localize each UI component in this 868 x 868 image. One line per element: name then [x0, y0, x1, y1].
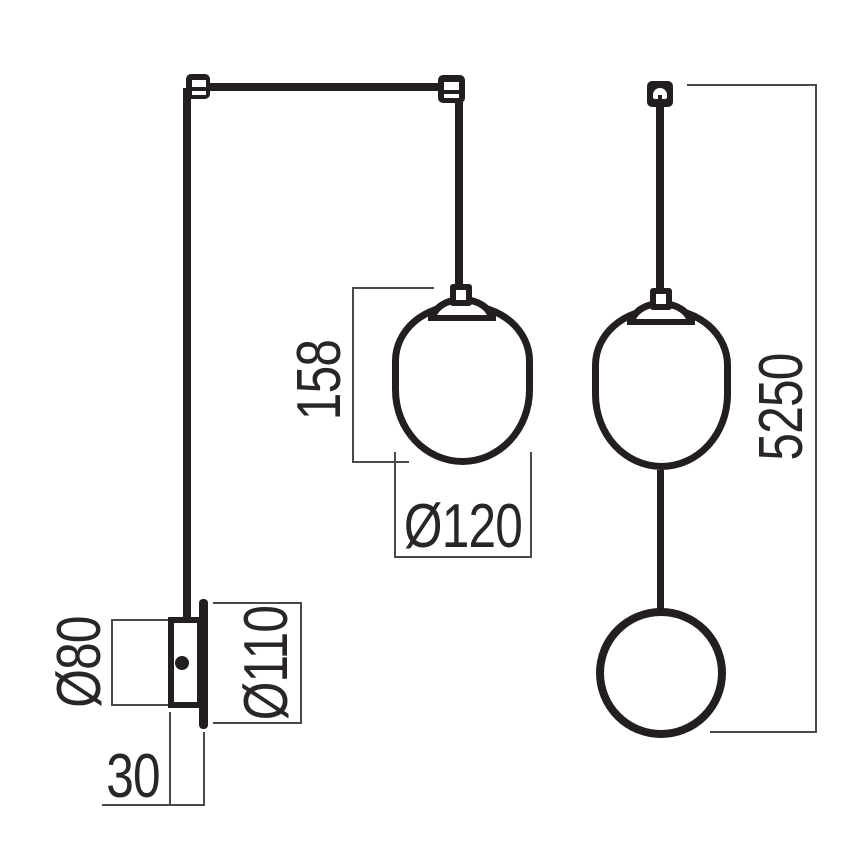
dim-80-extension-bottom: [111, 704, 168, 706]
dim-5250-line: [815, 84, 817, 733]
shade-collar: [428, 315, 496, 321]
pendant-cord: [455, 100, 463, 288]
ceiling-fixing-notch: [658, 95, 662, 99]
cord-grip: [450, 284, 472, 306]
dim-80-label: Ø80: [45, 616, 114, 708]
dim-5250-extension-top: [687, 84, 817, 86]
shade-collar-front: [627, 319, 695, 325]
dim-120-extension-right: [530, 452, 532, 558]
pendant-cord-upper: [656, 106, 664, 292]
dim-5250-extension-bottom: [710, 731, 817, 733]
dim-158-extension-top: [352, 287, 434, 289]
dim-158-label: 158: [285, 339, 354, 421]
dim-30-extension-right: [203, 732, 205, 805]
pendant-cord-lower: [657, 470, 664, 612]
dim-110-line: [300, 602, 302, 724]
counterweight-ball: [596, 608, 726, 738]
dim-80-extension-top: [111, 619, 168, 621]
dim-30-label: 30: [106, 742, 160, 811]
screw-dot: [175, 656, 189, 670]
cable-clamp-left-slot: [192, 80, 206, 87]
glass-shade-front: [592, 306, 731, 470]
dim-30-line: [102, 804, 205, 806]
dim-110-extension-top: [213, 602, 302, 604]
dim-158-line: [352, 287, 354, 463]
swing-arm: [193, 83, 456, 91]
cable-clamp-left-slot2: [192, 91, 206, 95]
dim-158-extension-bottom: [352, 461, 409, 463]
dim-80-line: [111, 619, 113, 706]
ceiling-fixing-slot: [653, 88, 667, 99]
dim-30-extension-left: [169, 712, 171, 805]
dim-110-extension-bottom: [213, 722, 302, 724]
cord-grip-front: [650, 288, 672, 310]
dim-120-extension-left: [394, 452, 396, 558]
dim-120-label: Ø120: [403, 492, 523, 561]
wall-plate: [199, 599, 208, 729]
glass-shade: [392, 302, 533, 465]
cable-clamp-right-slot2: [444, 94, 459, 98]
cable-clamp-right-slot: [444, 82, 459, 90]
dim-120-line: [394, 556, 532, 558]
dim-110-label: Ø110: [232, 605, 301, 721]
wall-stem: [183, 88, 191, 619]
dim-5250-label: 5250: [747, 353, 816, 461]
